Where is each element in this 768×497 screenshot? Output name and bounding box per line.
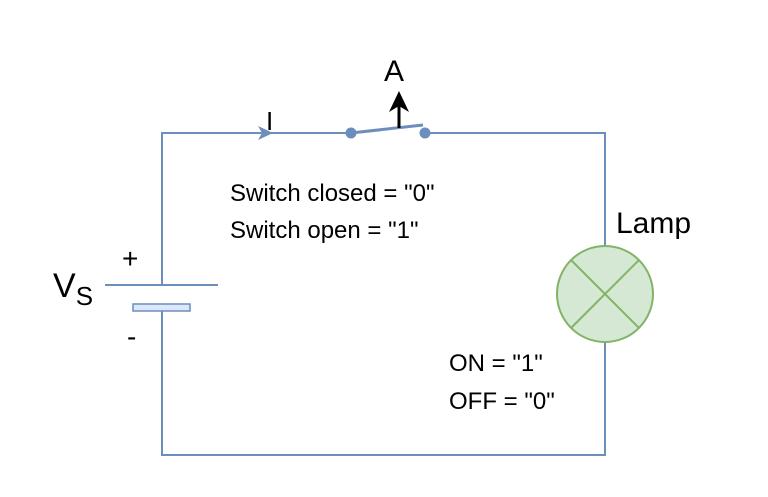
lamp-on-text: ON = "1" <box>449 350 543 377</box>
lamp-off-text: OFF = "0" <box>449 388 555 415</box>
actuation-arrow-icon <box>389 91 409 112</box>
source-voltage-subscript: S <box>76 281 93 311</box>
wire-right <box>425 132 606 246</box>
source-voltage-label: VS <box>53 267 93 311</box>
lamp-label: Lamp <box>616 207 691 240</box>
source-voltage-main: V <box>53 267 76 305</box>
battery-negative-plate <box>132 303 191 312</box>
switch-terminal-left <box>345 127 357 139</box>
switch-terminal-right <box>419 127 431 139</box>
wire-bottom <box>161 311 606 456</box>
current-arrow-icon <box>258 126 273 140</box>
switch-blade <box>350 123 424 135</box>
current-label: I <box>266 106 273 136</box>
battery-plus-label: + <box>122 243 138 274</box>
switch-control-label: A <box>384 55 404 88</box>
wire-left-top <box>161 132 351 285</box>
switch-closed-text: Switch closed = "0" <box>230 180 434 207</box>
lamp-cross-2 <box>570 259 640 329</box>
switch-open-text: Switch open = "1" <box>230 217 418 244</box>
battery-minus-label: - <box>127 321 136 352</box>
